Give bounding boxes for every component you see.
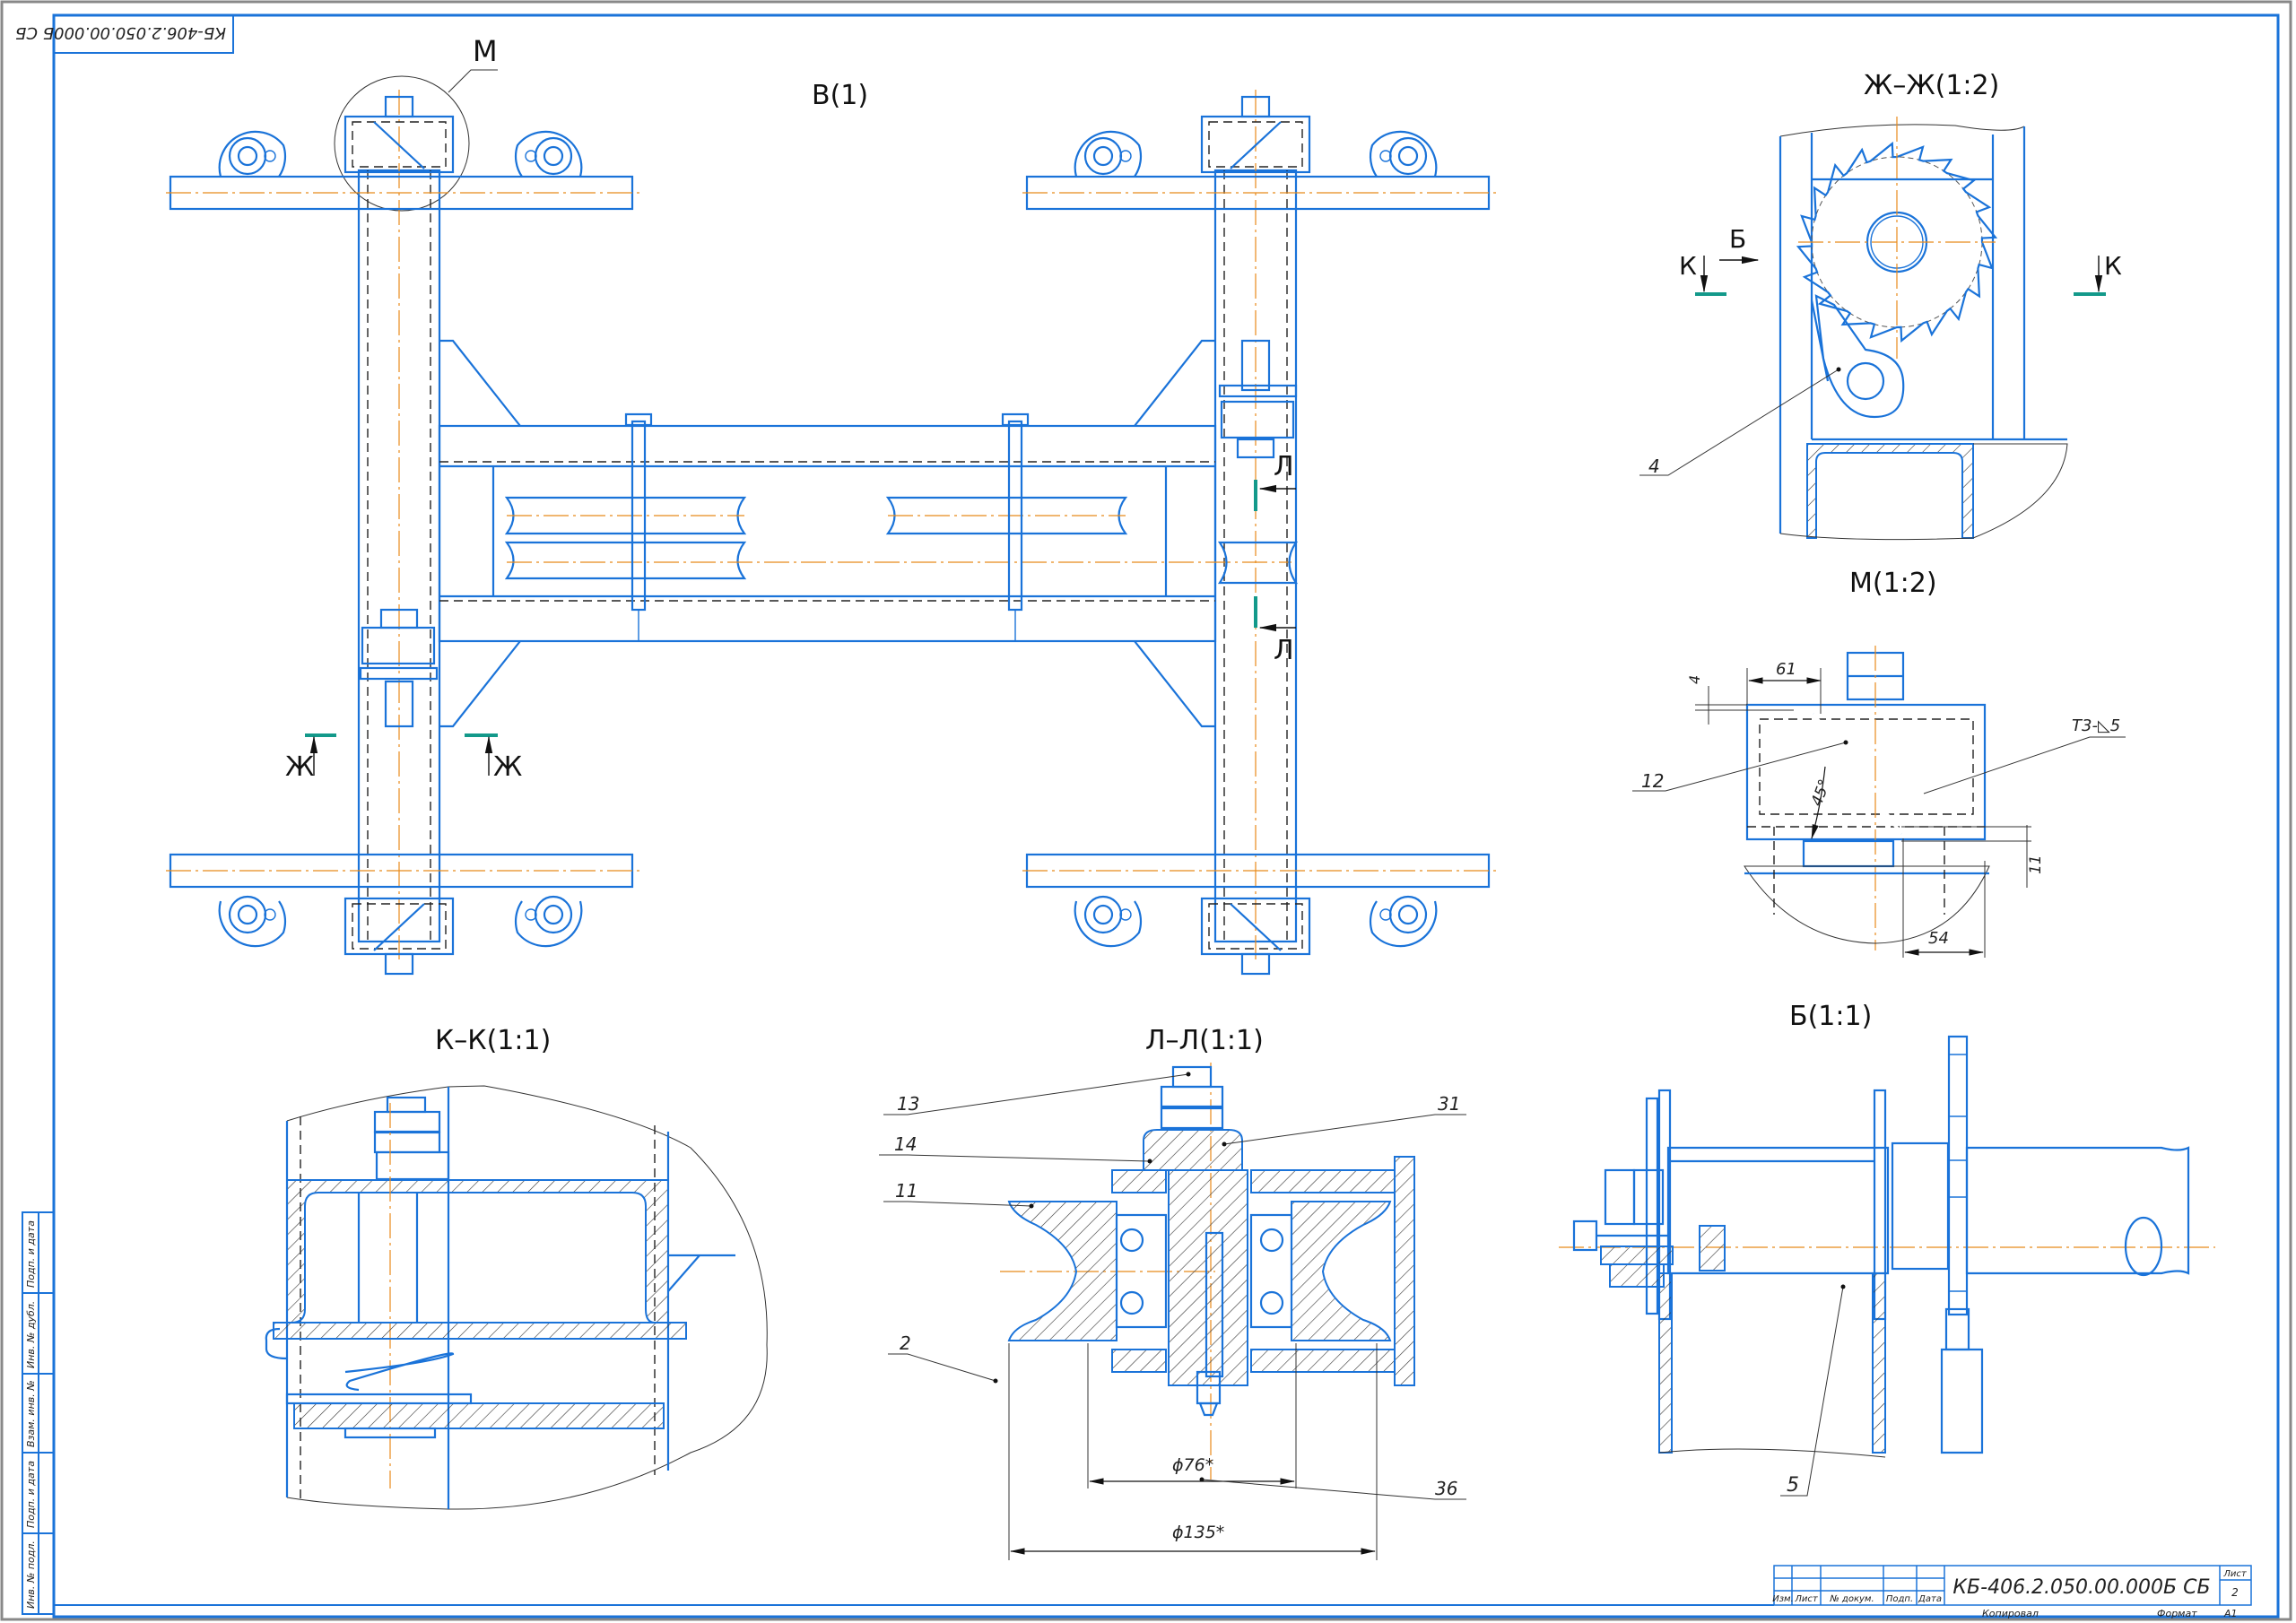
top-left-beam <box>166 175 641 211</box>
detail-m-circle <box>334 75 470 212</box>
detail-m-leader <box>448 69 498 93</box>
ll-dim-76: ϕ76* <box>1172 1455 1213 1475</box>
zh-b-marker: Б <box>1729 224 1746 254</box>
tb-sheet-label: Лист <box>2222 1569 2248 1579</box>
zh-k-left: К <box>1679 251 1697 281</box>
side-strip-4: Инв. № подл. <box>25 1541 37 1609</box>
section-ll-view: Л–Л(1:1) ϕ76* ϕ135* 13 14 <box>879 1025 1466 1560</box>
tb-code: КБ-406.2.050.00.000Б СБ <box>1952 1576 2210 1599</box>
bottom-right-beam <box>1022 853 1498 889</box>
caster-wheels <box>218 130 1438 948</box>
side-strip-2: Взам. инв. № <box>25 1380 37 1447</box>
side-strip-1: Инв. № дубл. <box>25 1301 37 1368</box>
m-dim-4: 4 <box>1686 675 1703 684</box>
rotated-code-text: КБ-406.2.050.00.000Б СБ <box>15 23 226 42</box>
side-strip-3: Подп. и дата <box>25 1461 37 1528</box>
top-right-beam <box>1022 175 1498 211</box>
b-callout-5: 5 <box>1787 1474 1799 1497</box>
rotated-code-box: КБ-406.2.050.00.000Б СБ <box>15 14 234 54</box>
view-b: Б(1:1) 5 <box>1559 1001 2215 1497</box>
section-zh-right: Ж <box>493 751 522 783</box>
tb-header-list: Лист <box>1794 1594 1819 1604</box>
side-strip-0: Подп. и дата <box>25 1220 37 1288</box>
pawl-4 <box>1814 294 1905 419</box>
m-dim-angle: 45° <box>1808 777 1834 809</box>
kk-view-title: К–К(1:1) <box>435 1025 551 1056</box>
m-dim-11: 11 <box>2027 855 2045 874</box>
ll-dim-135: ϕ135* <box>1172 1523 1224 1542</box>
b-view-title: Б(1:1) <box>1789 1001 1872 1032</box>
title-block: Изм. Лист № докум. Подп. Дата КБ-406.2.0… <box>54 1565 2252 1619</box>
m-view-title: М(1:2) <box>1849 568 1937 599</box>
ratchet-assembly-right <box>1217 339 1299 585</box>
section-zh-view: Ж–Ж(1:2) К К Б 4 <box>1639 70 2122 541</box>
section-l-bottom: Л <box>1274 635 1294 666</box>
ratchet-assembly-left <box>359 608 439 728</box>
main-view: В(1) М <box>166 34 1498 976</box>
m-callout-12: 12 <box>1641 770 1664 792</box>
m-weld-symbol: Т3-◺5 <box>2072 716 2120 735</box>
zh-callout-4: 4 <box>1648 456 1660 477</box>
zh-view-title: Ж–Ж(1:2) <box>1864 70 1999 101</box>
ll-callout-2: 2 <box>900 1332 911 1354</box>
zh-k-right: К <box>2104 251 2122 281</box>
central-frame <box>438 339 1217 728</box>
tb-header-izm: Изм. <box>1772 1594 1794 1604</box>
section-l-top: Л <box>1274 451 1294 482</box>
pulley-right-half <box>1291 1201 1392 1341</box>
side-strip: Подп. и дата Инв. № дубл. Взам. инв. № П… <box>22 1211 55 1615</box>
tb-sheet-number: 2 <box>2231 1586 2239 1599</box>
tb-format-label: Формат <box>2157 1608 2197 1619</box>
ll-callout-31: 31 <box>1438 1093 1460 1115</box>
m-dim-54: 54 <box>1928 929 1949 948</box>
tb-header-sign: Подп. <box>1886 1594 1913 1604</box>
ll-callout-11: 11 <box>895 1180 918 1202</box>
main-view-title: В(1) <box>812 80 868 111</box>
m-dim-61: 61 <box>1776 660 1796 679</box>
section-zh-left: Ж <box>285 751 314 783</box>
pulleys <box>504 412 1292 641</box>
tb-header-doc: № докум. <box>1829 1594 1874 1604</box>
ll-callout-14: 14 <box>894 1133 917 1155</box>
detail-m-view: М(1:2) 61 4 45° 11 54 Т3-◺5 <box>1632 568 2126 958</box>
pulley-left-half <box>1007 1201 1118 1341</box>
ll-callout-13: 13 <box>897 1093 919 1115</box>
section-zh-markers: Ж Ж <box>285 733 522 783</box>
bottom-left-beam <box>166 853 641 889</box>
section-l-markers: Л Л <box>1254 451 1296 666</box>
section-kk-view: К–К(1:1) <box>265 1025 768 1510</box>
ll-callout-36: 36 <box>1435 1478 1457 1499</box>
tb-header-date: Дата <box>1918 1594 1942 1604</box>
tb-format-value: А1 <box>2223 1608 2238 1619</box>
ll-view-title: Л–Л(1:1) <box>1145 1025 1264 1056</box>
detail-m-label: М <box>473 34 498 68</box>
drawing-frame <box>52 13 2280 1619</box>
tb-copied: Копировал <box>1982 1608 2039 1619</box>
channel-boxes <box>344 95 1311 976</box>
